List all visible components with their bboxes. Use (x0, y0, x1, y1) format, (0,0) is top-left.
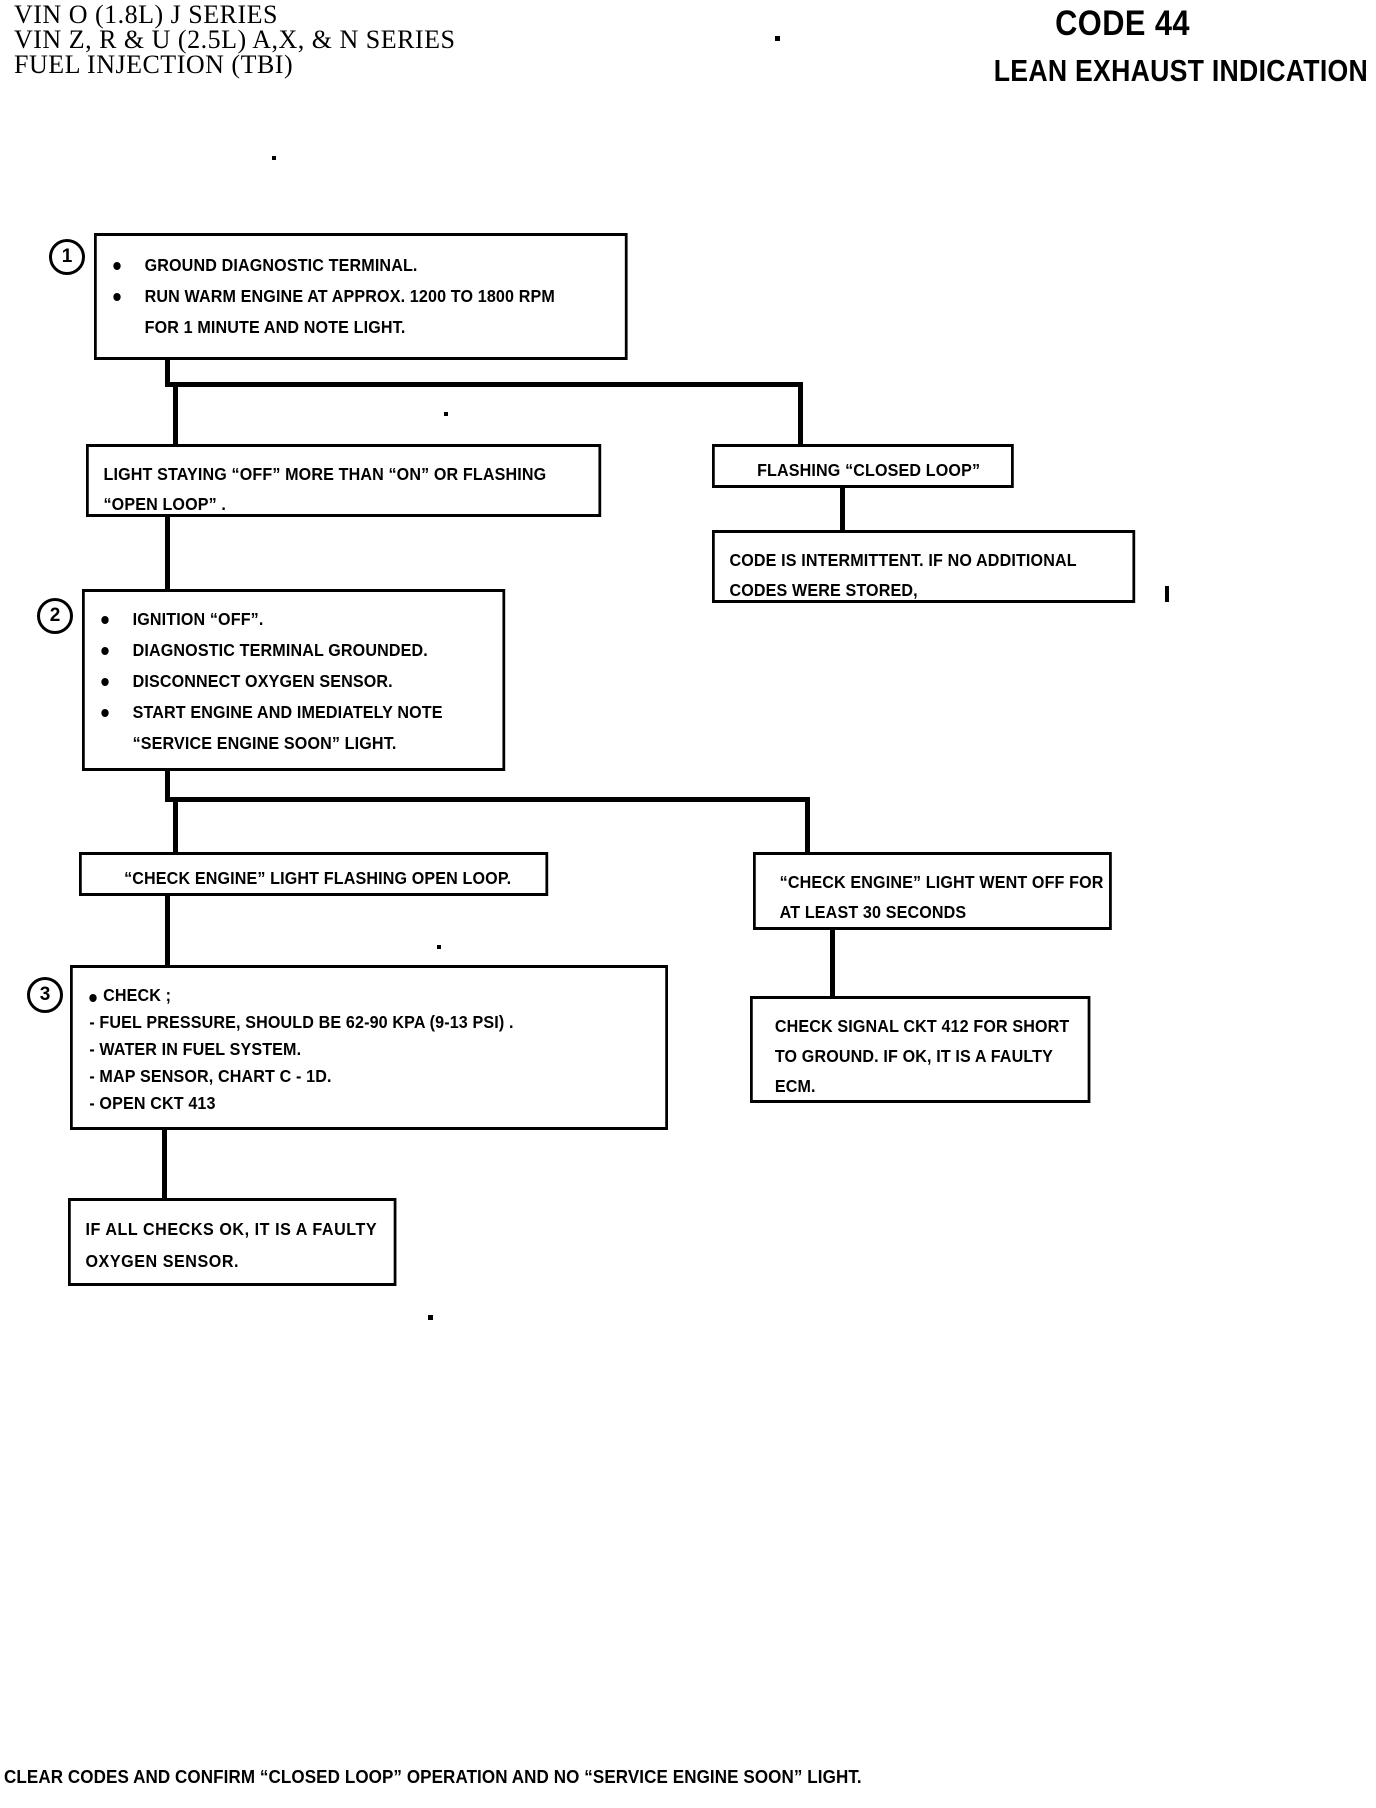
box2-line-3: DISCONNECT OXYGEN SENSOR. (85, 666, 503, 697)
box1-line-3: FOR 1 MINUTE AND NOTE LIGHT. (144, 317, 406, 337)
box3-head-label: CHECK ; (103, 985, 172, 1005)
vin-line-3: FUEL INJECTION (TBI) (14, 50, 294, 79)
faulty-o2-line-1: IF ALL CHECKS OK, IT IS A FAULTY (85, 1219, 378, 1239)
connector-to-right-branch (798, 382, 803, 444)
intermittent-line-2: CODES WERE STORED, (729, 580, 918, 600)
went-off-line-2: AT LEAST 30 SECONDS (779, 902, 967, 922)
step-marker-1: 1 (49, 239, 85, 275)
code-number-title: CODE 44 (1055, 4, 1190, 43)
connector-leftbranch-to-step2 (165, 517, 170, 589)
connector-step2-split (165, 797, 810, 802)
step-marker-2: 2 (37, 598, 73, 634)
step-marker-3: 3 (27, 977, 63, 1013)
connector-step2-left (173, 797, 178, 859)
box-faulty-oxygen-sensor: IF ALL CHECKS OK, IT IS A FAULTY OXYGEN … (68, 1198, 397, 1286)
connector-step1-down (165, 360, 170, 386)
ckt412-line-3: ECM. (774, 1076, 816, 1096)
box-code-intermittent: CODE IS INTERMITTENT. IF NO ADDITIONAL C… (712, 530, 1136, 603)
box-step-2: IGNITION “OFF”. DIAGNOSTIC TERMINAL GROU… (82, 589, 506, 771)
box-light-staying-off: LIGHT STAYING “OFF” MORE THAN “ON” OR FL… (86, 444, 602, 517)
connector-step1-split (165, 382, 803, 387)
box-flashing-closed-loop: FLASHING “CLOSED LOOP” (712, 444, 1014, 488)
flashing-open-line-1: “CHECK ENGINE” LIGHT FLASHING OPEN LOOP. (124, 868, 512, 888)
box2-line-2: DIAGNOSTIC TERMINAL GROUNDED. (85, 635, 503, 666)
connector-step2-down (165, 771, 170, 801)
box3-item-4: - OPEN CKT 413 (89, 1093, 216, 1113)
right-branch-line-1: FLASHING “CLOSED LOOP” (757, 460, 981, 480)
went-off-line-1: “CHECK ENGINE” LIGHT WENT OFF FOR (779, 872, 1104, 892)
vin-line-1: VIN O (1.8L) J SERIES (14, 0, 278, 29)
connector-step2-right (805, 797, 810, 853)
connector-to-left-branch (173, 382, 178, 447)
scan-speck (775, 36, 780, 41)
box-step-1: GROUND DIAGNOSTIC TERMINAL. RUN WARM ENG… (94, 233, 628, 360)
box1-line-1: GROUND DIAGNOSTIC TERMINAL. (97, 250, 625, 281)
intermittent-line-1: CODE IS INTERMITTENT. IF NO ADDITIONAL (729, 550, 1077, 570)
ckt412-line-1: CHECK SIGNAL CKT 412 FOR SHORT (774, 1016, 1070, 1036)
footer-note: CLEAR CODES AND CONFIRM “CLOSED LOOP” OP… (4, 1766, 862, 1787)
scan-speck (444, 412, 448, 416)
connector-closedloop-down (840, 488, 845, 532)
box-check-signal-ckt412: CHECK SIGNAL CKT 412 FOR SHORT TO GROUND… (750, 996, 1091, 1103)
box1-line-2: RUN WARM ENGINE AT APPROX. 1200 TO 1800 … (97, 281, 625, 312)
box-step-3: CHECK ; - FUEL PRESSURE, SHOULD BE 62-90… (70, 965, 668, 1130)
box-check-engine-flashing: “CHECK ENGINE” LIGHT FLASHING OPEN LOOP. (79, 852, 549, 896)
faulty-o2-line-2: OXYGEN SENSOR. (85, 1251, 240, 1271)
box2-line-4: START ENGINE AND IMEDIATELY NOTE (85, 697, 503, 728)
connector-step3-down (162, 1130, 167, 1200)
scan-speck (428, 1315, 433, 1320)
box3-item-2: - WATER IN FUEL SYSTEM. (89, 1039, 302, 1059)
left-branch-line-1: LIGHT STAYING “OFF” MORE THAN “ON” OR FL… (103, 464, 547, 484)
code-description-title: LEAN EXHAUST INDICATION (993, 53, 1368, 88)
vin-line-2: VIN Z, R & U (2.5L) A,X, & N SERIES (14, 25, 456, 54)
scan-speck (272, 156, 276, 160)
box-check-engine-went-off: “CHECK ENGINE” LIGHT WENT OFF FOR AT LEA… (753, 852, 1112, 930)
box2-line-1: IGNITION “OFF”. (85, 604, 503, 635)
box3-item-1: - FUEL PRESSURE, SHOULD BE 62-90 KPA (9-… (89, 1012, 514, 1032)
connector-wentoff-down (830, 930, 835, 996)
box3-item-3: - MAP SENSOR, CHART C - 1D. (89, 1066, 332, 1086)
box3-head: CHECK ; (73, 982, 665, 1009)
connector-flashing-to-step3 (165, 896, 170, 972)
box2-line-5: “SERVICE ENGINE SOON” LIGHT. (132, 733, 397, 753)
ckt412-line-2: TO GROUND. IF OK, IT IS A FAULTY (774, 1046, 1053, 1066)
vin-application-header: VIN O (1.8L) J SERIES VIN Z, R & U (2.5L… (14, 0, 654, 79)
left-branch-line-2: “OPEN LOOP” . (103, 494, 227, 514)
box-intermittent-tail (1165, 586, 1169, 602)
scan-speck (437, 945, 441, 949)
chart-title-block: CODE 44 LEAN EXHAUST INDICATION (668, 4, 1368, 89)
